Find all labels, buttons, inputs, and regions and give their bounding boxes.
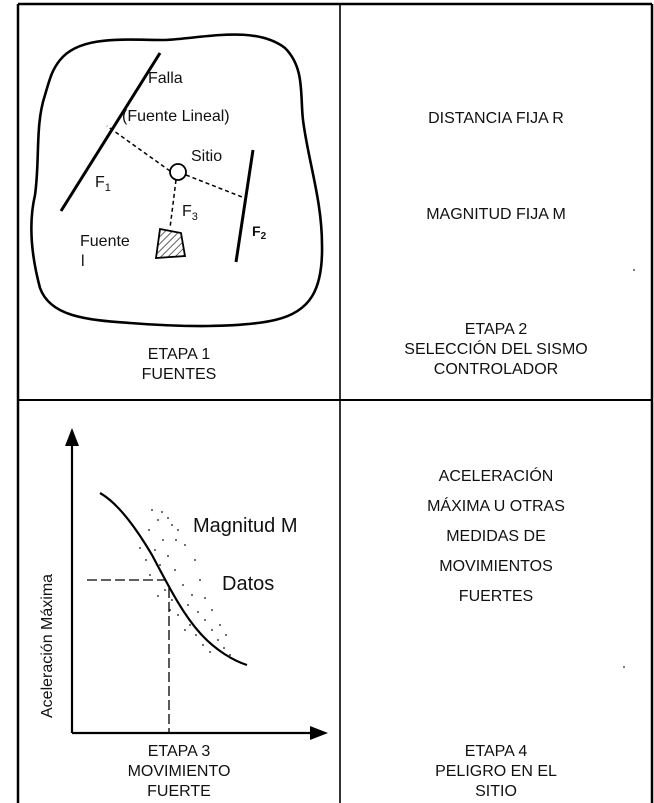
fault-line-source (59, 52, 162, 212)
caption-line: CONTROLADOR (433, 361, 559, 378)
label-fuente: Fuente (80, 233, 130, 250)
label-f2: F2 (252, 223, 267, 242)
distance-f1 (106, 125, 171, 172)
label-fuente-l: l (81, 253, 85, 270)
caption-line: FUENTES (141, 366, 217, 383)
distance-f2 (185, 174, 243, 198)
stage2-magnitude-text: MAGNITUD FIJA M (426, 206, 566, 223)
caption-line: ETAPA 3 (147, 743, 211, 760)
stage1-caption: ETAPA 1 FUENTES (18, 345, 340, 385)
caption-line: SITIO (475, 783, 517, 800)
attenuation-curve (99, 492, 248, 667)
stage2-distance-text: DISTANCIA FIJA R (428, 110, 564, 127)
stage1-source-map: Falla (Fuente Lineal) Sitio F1 F3 F2 Fue… (30, 33, 324, 328)
label-f3: F3 (182, 203, 198, 223)
site-marker-icon (169, 163, 187, 181)
stage4-text: ACELERACIÓN MÁXIMA U OTRAS MEDIDAS DE MO… (340, 462, 652, 612)
stage2-caption: ETAPA 2 SELECCIÓN DEL SISMO CONTROLADOR (340, 320, 652, 380)
stage3-attenuation-chart: Aceleración Máxima Magnitud M Datos (39, 428, 328, 740)
source-region-outline (30, 33, 324, 328)
label-f1: F1 (95, 174, 111, 194)
caption-line: SELECCIÓN DEL SISMO (404, 341, 588, 358)
label-sitio: Sitio (191, 148, 222, 165)
caption-line: FUERTE (147, 783, 211, 800)
caption-line: ETAPA 4 (464, 743, 528, 760)
stray-dot (623, 666, 625, 668)
stage4-caption: ETAPA 4 PELIGRO EN EL SITIO (340, 742, 652, 802)
stage4-line: MÁXIMA U OTRAS (427, 498, 565, 515)
caption-line: ETAPA 1 (147, 346, 211, 363)
caption-line: ETAPA 2 (464, 321, 528, 338)
data-scatter-points (139, 509, 231, 656)
y-axis-label: Aceleración Máxima (39, 574, 56, 718)
stage4-line: FUERTES (458, 588, 534, 605)
stray-dot (633, 269, 635, 271)
label-falla: Falla (148, 70, 183, 87)
grid-frame (16, 2, 654, 803)
label-datos: Datos (222, 573, 274, 595)
y-axis-arrow-icon (65, 428, 79, 446)
stage3-caption: ETAPA 3 MOVIMIENTO FUERTE (18, 742, 340, 802)
caption-line: MOVIMIENTO (127, 763, 231, 780)
stage4-line: ACELERACIÓN (438, 468, 554, 485)
label-magnitud-m: Magnitud M (193, 515, 298, 537)
stage4-line: MEDIDAS DE (446, 528, 546, 545)
stage4-line: MOVIMIENTOS (439, 558, 553, 575)
caption-line: PELIGRO EN EL (435, 763, 557, 780)
distance-f3 (169, 179, 177, 229)
label-fuente-lineal: (Fuente Lineal) (122, 108, 230, 125)
area-source-hatched-icon (154, 227, 187, 259)
fault-f2-line (234, 149, 255, 263)
x-axis-arrow-icon (310, 726, 328, 740)
